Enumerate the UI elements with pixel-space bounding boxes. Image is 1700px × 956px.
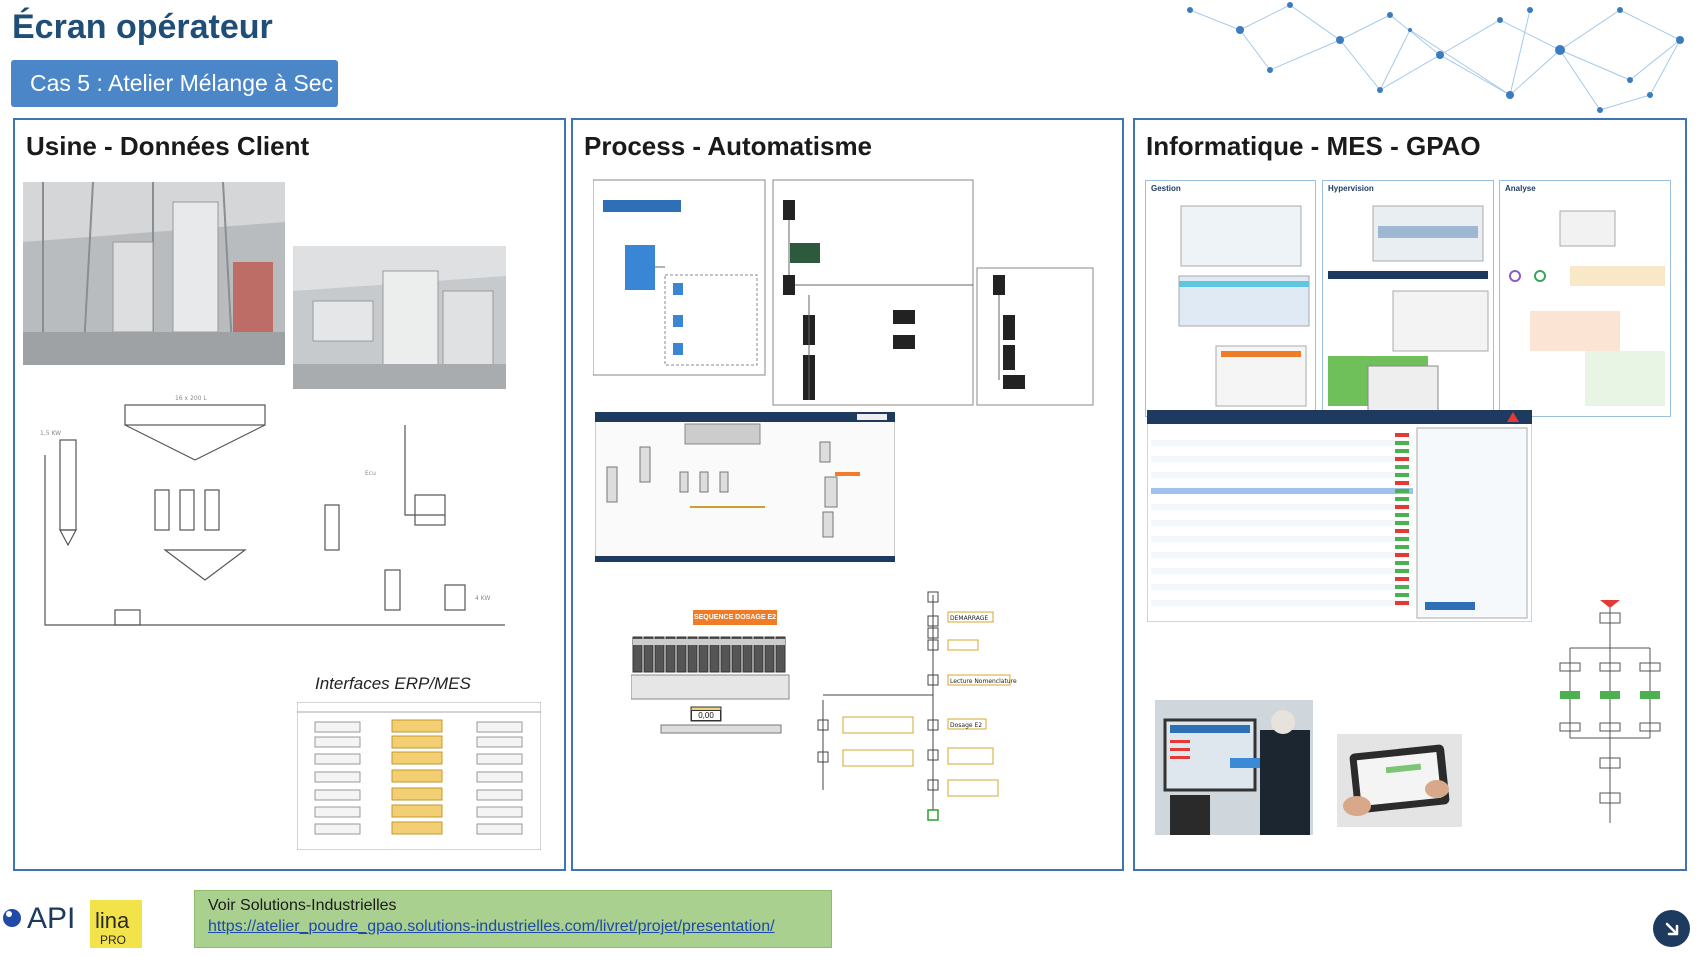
mes-row-status (1395, 505, 1409, 509)
mes-operator-table-screen (1147, 410, 1532, 622)
sequence-dosage-label: SEQUENCE DOSAGE E2 (693, 610, 777, 625)
case-badge: Cas 5 : Atelier Mélange à Sec (11, 60, 338, 107)
mes-table-row (1151, 528, 1413, 534)
footer-solutions-box: Voir Solutions-Industrielles https://ate… (194, 890, 832, 948)
mes-table-row (1151, 504, 1413, 510)
svg-text:Ecu: Ecu (365, 470, 376, 477)
mes-table-row (1151, 544, 1413, 550)
mes-hypervision-title: Hypervision (1328, 184, 1374, 193)
page-title: Écran opérateur (12, 8, 273, 46)
mes-row-status (1395, 457, 1409, 461)
mes-row-status (1395, 529, 1409, 533)
process-schematic-drawing: 16 x 200 L 1,5 KW Ecu 4 KW (40, 395, 505, 626)
mes-row-status (1395, 553, 1409, 557)
mes-table-row (1151, 480, 1413, 486)
mes-table-row (1151, 488, 1413, 494)
lina-logo: lina (95, 908, 130, 933)
mes-row-status (1395, 593, 1409, 597)
operator-touchscreen-photo (1155, 700, 1313, 835)
svg-text:16 x 200 L: 16 x 200 L (175, 395, 207, 402)
mes-analyse-title: Analyse (1505, 184, 1536, 193)
mes-table-row (1151, 456, 1413, 462)
mes-row-status (1395, 481, 1409, 485)
mes-row-status (1395, 489, 1409, 493)
mes-row-status (1395, 465, 1409, 469)
grafcet-step-lecture: Lecture Nomenclature (950, 678, 1017, 685)
mes-table-row (1151, 472, 1413, 478)
mes-row-status (1395, 537, 1409, 541)
mes-table-row (1151, 432, 1413, 438)
factory-photo-1 (23, 182, 285, 365)
mes-table-row (1151, 448, 1413, 454)
mes-row-status (1395, 601, 1409, 605)
mes-table-row (1151, 440, 1413, 446)
mes-table-row (1151, 576, 1413, 582)
scada-synoptic-screen (595, 412, 895, 562)
arrow-down-right-icon (1665, 922, 1678, 935)
mes-table-row (1151, 520, 1413, 526)
dosage-value-display: 0,00 (691, 710, 721, 721)
svg-text:4 KW: 4 KW (475, 595, 490, 602)
panel-title-informatique: Informatique - MES - GPAO (1146, 131, 1481, 161)
network-architecture-diagram (593, 179, 1094, 406)
erp-flow-diagram (297, 702, 541, 850)
panel-title-process: Process - Automatisme (584, 131, 873, 161)
mes-row-status (1395, 545, 1409, 549)
factory-photo-2 (293, 246, 506, 389)
mes-row-status (1395, 513, 1409, 517)
mes-row-status (1395, 441, 1409, 445)
mes-table-row (1151, 584, 1413, 590)
mes-table-row (1151, 496, 1413, 502)
mes-table-row (1151, 592, 1413, 598)
next-slide-button[interactable] (1653, 910, 1690, 947)
mes-table-row (1151, 600, 1413, 606)
solutions-industrielles-link[interactable]: https://atelier_poudre_gpao.solutions-in… (208, 918, 775, 935)
mes-hypervision-card: Hypervision (1322, 180, 1494, 417)
api-logo: API (27, 902, 75, 935)
mes-gestion-title: Gestion (1151, 184, 1181, 193)
mes-row-status (1395, 577, 1409, 581)
dosing-hoppers-diagram (631, 636, 790, 734)
mes-table-row (1151, 512, 1413, 518)
panel-informatique: Informatique - MES - GPAO Gestion Hyperv… (1133, 118, 1687, 871)
grafcet-flow-diagram (1559, 600, 1661, 823)
mes-row-status (1395, 561, 1409, 565)
mes-analyse-card: Analyse (1499, 180, 1671, 417)
panel-usine: Usine - Données Client (13, 118, 566, 871)
tablet-photo (1337, 734, 1462, 827)
lina-logo-sub: PRO (100, 933, 126, 947)
mes-row-status (1395, 521, 1409, 525)
mes-table-row (1151, 536, 1413, 542)
network-decoration (1187, 2, 1684, 113)
erp-interfaces-caption: Interfaces ERP/MES (315, 674, 471, 693)
grafcet-step-demarrage: DEMARRAGE (950, 615, 988, 622)
mes-row-status (1395, 585, 1409, 589)
footer-label: Voir Solutions-Industrielles (208, 897, 397, 914)
mes-gestion-card: Gestion (1145, 180, 1316, 417)
panel-process: Process - Automatisme SEQUENCE DOSAGE E2 (571, 118, 1124, 871)
mes-row-status (1395, 569, 1409, 573)
grafcet-step-dosage: Dosage E2 (950, 722, 982, 729)
mes-row-status (1395, 433, 1409, 437)
mes-row-status (1395, 497, 1409, 501)
svg-text:1,5 KW: 1,5 KW (40, 430, 61, 437)
panel-title-usine: Usine - Données Client (26, 131, 310, 161)
grafcet-sequence-diagram: DEMARRAGE Lecture Nomenclature Dosage E2 (817, 591, 1017, 821)
mes-table-row (1151, 560, 1413, 566)
mes-table-row (1151, 464, 1413, 470)
logo-area: API lina PRO (0, 876, 170, 956)
mes-row-status (1395, 473, 1409, 477)
mes-row-status (1395, 449, 1409, 453)
mes-table-row (1151, 568, 1413, 574)
mes-table-row (1151, 552, 1413, 558)
